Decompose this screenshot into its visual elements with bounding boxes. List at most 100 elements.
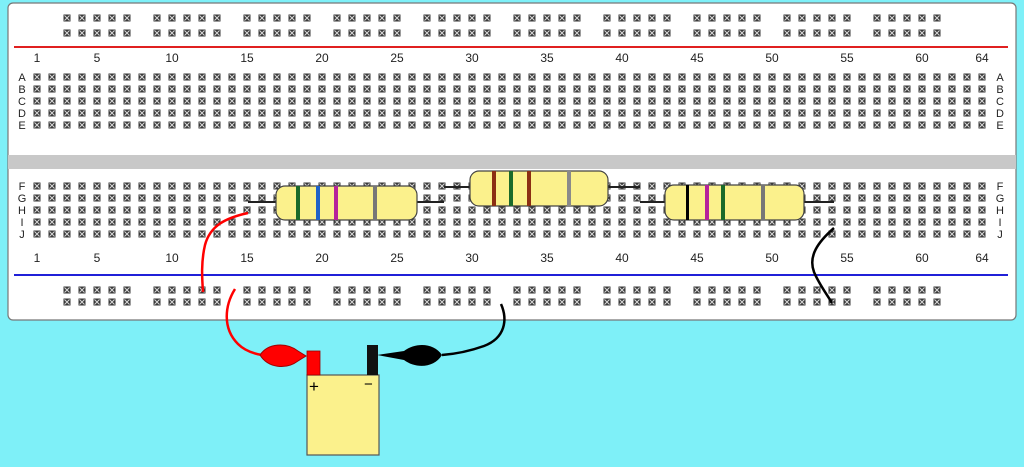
- bottom-rail-2-hole-19-mark: [379, 299, 385, 305]
- resistor-3[interactable]: [640, 184, 834, 221]
- hole-B8-mark: [139, 86, 145, 92]
- hole-J21-mark: [334, 231, 340, 237]
- hole-C13-mark: [214, 98, 220, 104]
- hole-D36-mark: [559, 110, 565, 116]
- hole-J55-mark: [844, 231, 850, 237]
- hole-D13-mark: [214, 110, 220, 116]
- hole-F17-mark: [274, 183, 280, 189]
- hole-E15-mark: [244, 122, 250, 128]
- top-rail-1-hole-19-mark: [379, 15, 385, 21]
- black-alligator-clip[interactable]: [377, 345, 442, 366]
- black-jumper-wire[interactable]: [811, 227, 835, 304]
- hole-E7-mark: [124, 122, 130, 128]
- hole-H59-mark: [904, 207, 910, 213]
- hole-C55-mark: [844, 98, 850, 104]
- hole-J42-mark: [649, 231, 655, 237]
- resistor-1[interactable]: [248, 185, 444, 221]
- hole-B12-mark: [199, 86, 205, 92]
- resistor-1-band-3: [334, 186, 338, 220]
- hole-A24-mark: [379, 74, 385, 80]
- hole-E64-mark: [979, 122, 985, 128]
- resistor-2[interactable]: [444, 170, 640, 207]
- hole-I14-mark: [229, 219, 235, 225]
- hole-B25-mark: [394, 86, 400, 92]
- hole-A49-mark: [754, 74, 760, 80]
- hole-A55-mark: [844, 74, 850, 80]
- hole-E30-mark: [469, 122, 475, 128]
- hole-C27-mark: [424, 98, 430, 104]
- bottom-rail-1-hole-23-mark: [454, 287, 460, 293]
- bottom-rail-1-hole-22-mark: [439, 287, 445, 293]
- hole-D27-mark: [424, 110, 430, 116]
- left-row-label-A: A: [18, 72, 26, 84]
- hole-A1-mark: [34, 74, 40, 80]
- bottom-rail-1-hole-39-mark: [739, 287, 745, 293]
- top-rail-2-hole-41-mark: [784, 30, 790, 36]
- red-jumper-wire[interactable]: [200, 211, 249, 293]
- hole-H27-mark: [424, 207, 430, 213]
- resistor-2-band-3: [527, 171, 531, 206]
- bottom-rail-2-hole-5-mark: [124, 299, 130, 305]
- black-battery-lead[interactable]: [441, 303, 506, 357]
- hole-C19-mark: [304, 98, 310, 104]
- hole-D18-mark: [289, 110, 295, 116]
- hole-H11-mark: [184, 207, 190, 213]
- hole-A47-mark: [724, 74, 730, 80]
- hole-D20-mark: [319, 110, 325, 116]
- hole-C16-mark: [259, 98, 265, 104]
- top-column-label-15: 15: [240, 51, 254, 65]
- hole-C38-mark: [589, 98, 595, 104]
- hole-J2-mark: [49, 231, 55, 237]
- hole-D33-mark: [514, 110, 520, 116]
- top-rail-1-hole-43-mark: [814, 15, 820, 21]
- bottom-rail-2-hole-46-mark: [874, 299, 880, 305]
- hole-A40-mark: [619, 74, 625, 80]
- hole-E18-mark: [289, 122, 295, 128]
- top-rail-1-hole-38-mark: [724, 15, 730, 21]
- hole-D24-mark: [379, 110, 385, 116]
- hole-D8-mark: [139, 110, 145, 116]
- hole-G56-mark: [859, 195, 865, 201]
- hole-I42-mark: [649, 219, 655, 225]
- right-row-label-F: F: [997, 181, 1004, 193]
- hole-E26-mark: [409, 122, 415, 128]
- hole-D54-mark: [829, 110, 835, 116]
- hole-A58-mark: [889, 74, 895, 80]
- hole-B9-mark: [154, 86, 160, 92]
- bottom-rail-1-hole-7-mark: [169, 287, 175, 293]
- hole-H5-mark: [94, 207, 100, 213]
- bottom-rail-1-hole-35-mark: [664, 287, 670, 293]
- bottom-rail-1-hole-10-mark: [214, 287, 220, 293]
- hole-G40-mark: [619, 195, 625, 201]
- hole-H1-mark: [34, 207, 40, 213]
- hole-B43-mark: [664, 86, 670, 92]
- hole-B62-mark: [949, 86, 955, 92]
- red-alligator-clip[interactable]: [259, 344, 307, 367]
- hole-B32-mark: [499, 86, 505, 92]
- bottom-rail-1-hole-21-mark: [424, 287, 430, 293]
- hole-I28-mark: [439, 219, 445, 225]
- hole-I5-mark: [94, 219, 100, 225]
- hole-B23-mark: [364, 86, 370, 92]
- hole-G58-mark: [889, 195, 895, 201]
- hole-C35-mark: [544, 98, 550, 104]
- hole-B27-mark: [424, 86, 430, 92]
- hole-J34-mark: [529, 231, 535, 237]
- top-rail-2-hole-12-mark: [259, 30, 265, 36]
- hole-E28-mark: [439, 122, 445, 128]
- right-row-label-G: G: [996, 193, 1005, 205]
- bottom-rail-1-hole-47-mark: [889, 287, 895, 293]
- hole-B33-mark: [514, 86, 520, 92]
- hole-E10-mark: [169, 122, 175, 128]
- hole-C6-mark: [109, 98, 115, 104]
- hole-B26-mark: [409, 86, 415, 92]
- hole-H15-mark: [244, 207, 250, 213]
- hole-F53-mark: [814, 183, 820, 189]
- hole-G53-mark: [814, 195, 820, 201]
- hole-D9-mark: [154, 110, 160, 116]
- hole-I34-mark: [529, 219, 535, 225]
- red-battery-lead[interactable]: [225, 288, 263, 357]
- left-row-label-E: E: [18, 120, 25, 132]
- battery[interactable]: + −: [306, 345, 380, 456]
- bottom-rail-2-hole-41-mark: [784, 299, 790, 305]
